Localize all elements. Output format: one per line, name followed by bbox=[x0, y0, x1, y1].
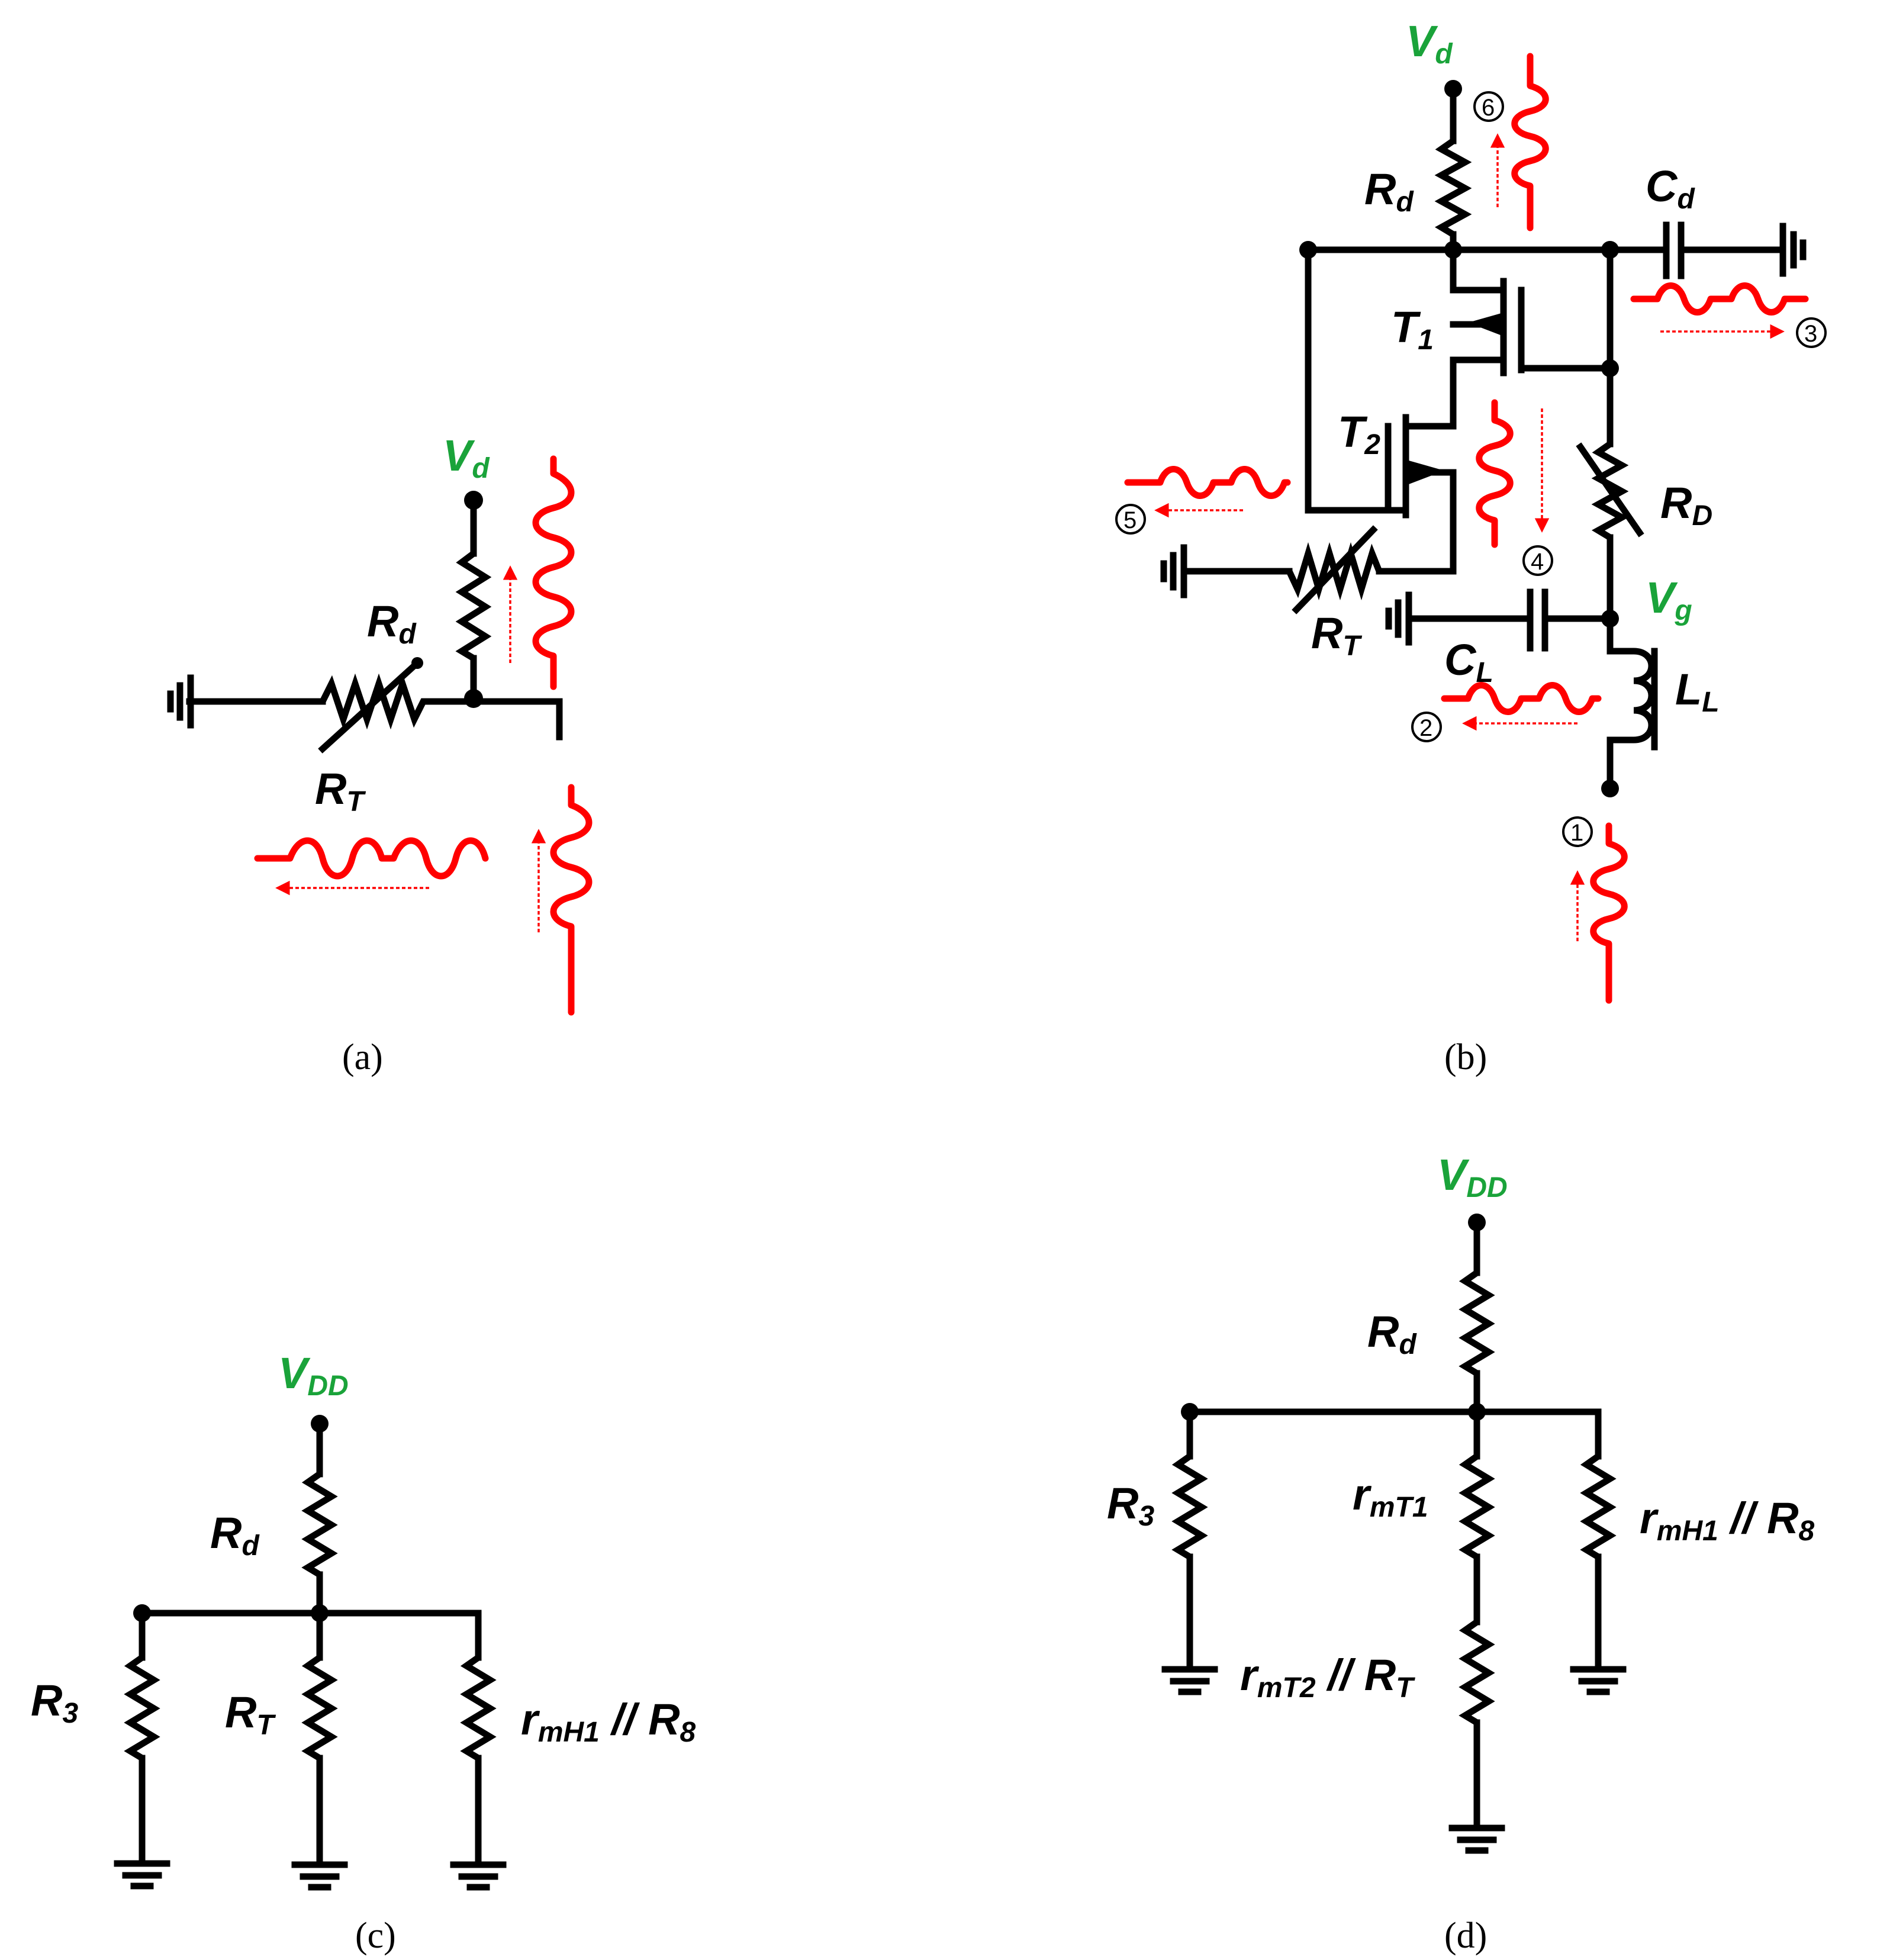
b-cl-label: CL bbox=[1444, 635, 1493, 688]
svg-text:1: 1 bbox=[1570, 820, 1583, 846]
a-rt-label: RT bbox=[315, 764, 366, 818]
d-rmt1-label: rmT1 bbox=[1353, 1470, 1428, 1523]
b-rt-label: RT bbox=[1311, 609, 1362, 662]
d-rmt2-resistor bbox=[1459, 1619, 1495, 1726]
a-rt-arrow-dot bbox=[411, 657, 423, 669]
a-rt-thermistor bbox=[320, 673, 474, 730]
b-vg-label: Vg bbox=[1646, 573, 1692, 626]
b-caption: (b) bbox=[1444, 1037, 1487, 1077]
b-rt-ground-icon bbox=[1160, 544, 1187, 598]
svg-text:3: 3 bbox=[1804, 321, 1817, 347]
d-rmt2-label: rmT2 // RT bbox=[1240, 1650, 1415, 1704]
b-rD-thermistor bbox=[1591, 441, 1629, 540]
d-r3-resistor bbox=[1171, 1453, 1208, 1560]
d-caption: (d) bbox=[1444, 1916, 1487, 1956]
b-rD-arrow bbox=[1576, 442, 1644, 538]
d-r3-ground-icon bbox=[1161, 1666, 1218, 1695]
b-port-5: 5 bbox=[1115, 504, 1146, 535]
b-signal-3 bbox=[1630, 282, 1809, 316]
panel-b: 1 2 3 4 5 6 Vd Rd Cd T1 T2 RD Vg RT CL bbox=[1115, 17, 1827, 1077]
a-vd-label: Vd bbox=[443, 431, 490, 484]
d-rmh1-resistor bbox=[1580, 1453, 1617, 1560]
b-signal-6 bbox=[1511, 53, 1549, 231]
b-port-2: 2 bbox=[1411, 712, 1442, 742]
b-rd-resistor bbox=[1434, 138, 1472, 237]
c-r3-resistor bbox=[124, 1655, 160, 1761]
b-signal-5 bbox=[1124, 466, 1291, 499]
d-rd-label: Rd bbox=[1367, 1307, 1417, 1360]
b-vd-label: Vd bbox=[1406, 17, 1453, 70]
c-rt-label: RT bbox=[225, 1688, 276, 1741]
panel-a: Vd Rd RT (a) bbox=[167, 431, 593, 1077]
svg-text:4: 4 bbox=[1531, 549, 1544, 575]
b-input-terminal bbox=[1601, 780, 1619, 797]
b-rt-arrow bbox=[1292, 525, 1378, 614]
d-rmh1-label: rmH1 // R8 bbox=[1640, 1494, 1815, 1547]
c-r3-label: R3 bbox=[31, 1676, 78, 1729]
c-rd-resistor bbox=[301, 1471, 338, 1578]
b-port-6: 6 bbox=[1473, 91, 1504, 122]
b-ll-inductor bbox=[1610, 648, 1655, 744]
b-signal-4 bbox=[1476, 399, 1514, 548]
b-t2-arrow-icon bbox=[1409, 461, 1444, 484]
a-signal-vertical-bottom bbox=[550, 784, 593, 1016]
a-signal-horizontal bbox=[254, 837, 489, 880]
c-vdd-label: VDD bbox=[278, 1348, 349, 1402]
b-t1-label: T1 bbox=[1391, 302, 1434, 356]
b-rd-label: Rd bbox=[1364, 165, 1414, 218]
d-vdd-label: VDD bbox=[1437, 1150, 1508, 1203]
c-rd-label: Rd bbox=[210, 1508, 260, 1562]
b-t2-label: T2 bbox=[1338, 407, 1380, 461]
b-port-1: 1 bbox=[1562, 816, 1593, 847]
panel-c: VDD Rd R3 RT rmH1 // R8 (c) bbox=[31, 1348, 696, 1956]
d-rmt2-ground-icon bbox=[1448, 1824, 1505, 1854]
d-rmt1-resistor bbox=[1459, 1453, 1495, 1560]
d-rd-resistor bbox=[1459, 1270, 1495, 1376]
d-rmh1-ground-icon bbox=[1570, 1666, 1627, 1695]
b-cl-ground-icon bbox=[1385, 591, 1412, 646]
a-vd-terminal bbox=[464, 491, 483, 510]
c-rmh1-resistor bbox=[460, 1655, 497, 1761]
b-signal-2 bbox=[1441, 682, 1602, 715]
b-cd-ground-icon bbox=[1779, 223, 1807, 277]
b-ll-label: LL bbox=[1675, 665, 1720, 718]
c-rmh1-label: rmH1 // R8 bbox=[521, 1695, 696, 1748]
a-rd-label: Rd bbox=[367, 597, 417, 650]
c-r3-ground-icon bbox=[114, 1860, 170, 1890]
d-r3-label: R3 bbox=[1107, 1479, 1154, 1532]
b-port-4: 4 bbox=[1522, 545, 1553, 576]
c-rmh1-ground-icon bbox=[450, 1861, 507, 1891]
b-cd-label: Cd bbox=[1646, 162, 1695, 215]
a-rt-arrow bbox=[318, 658, 422, 754]
c-rt-resistor bbox=[301, 1655, 338, 1761]
a-ground-icon bbox=[167, 674, 194, 729]
svg-text:6: 6 bbox=[1482, 95, 1495, 121]
c-rt-ground-icon bbox=[291, 1861, 348, 1891]
a-caption: (a) bbox=[342, 1037, 383, 1077]
c-caption: (c) bbox=[355, 1916, 396, 1956]
svg-text:5: 5 bbox=[1123, 507, 1136, 533]
a-rd-resistor bbox=[455, 551, 492, 661]
svg-text:2: 2 bbox=[1419, 715, 1432, 741]
b-port-3: 3 bbox=[1796, 317, 1827, 348]
a-signal-vertical-top bbox=[532, 455, 575, 690]
panel-d: VDD Rd R3 rmT1 rmH1 // R8 rmT2 // RT (d) bbox=[1107, 1150, 1815, 1956]
b-rD-label: RD bbox=[1660, 478, 1712, 532]
b-signal-1 bbox=[1590, 822, 1628, 1004]
